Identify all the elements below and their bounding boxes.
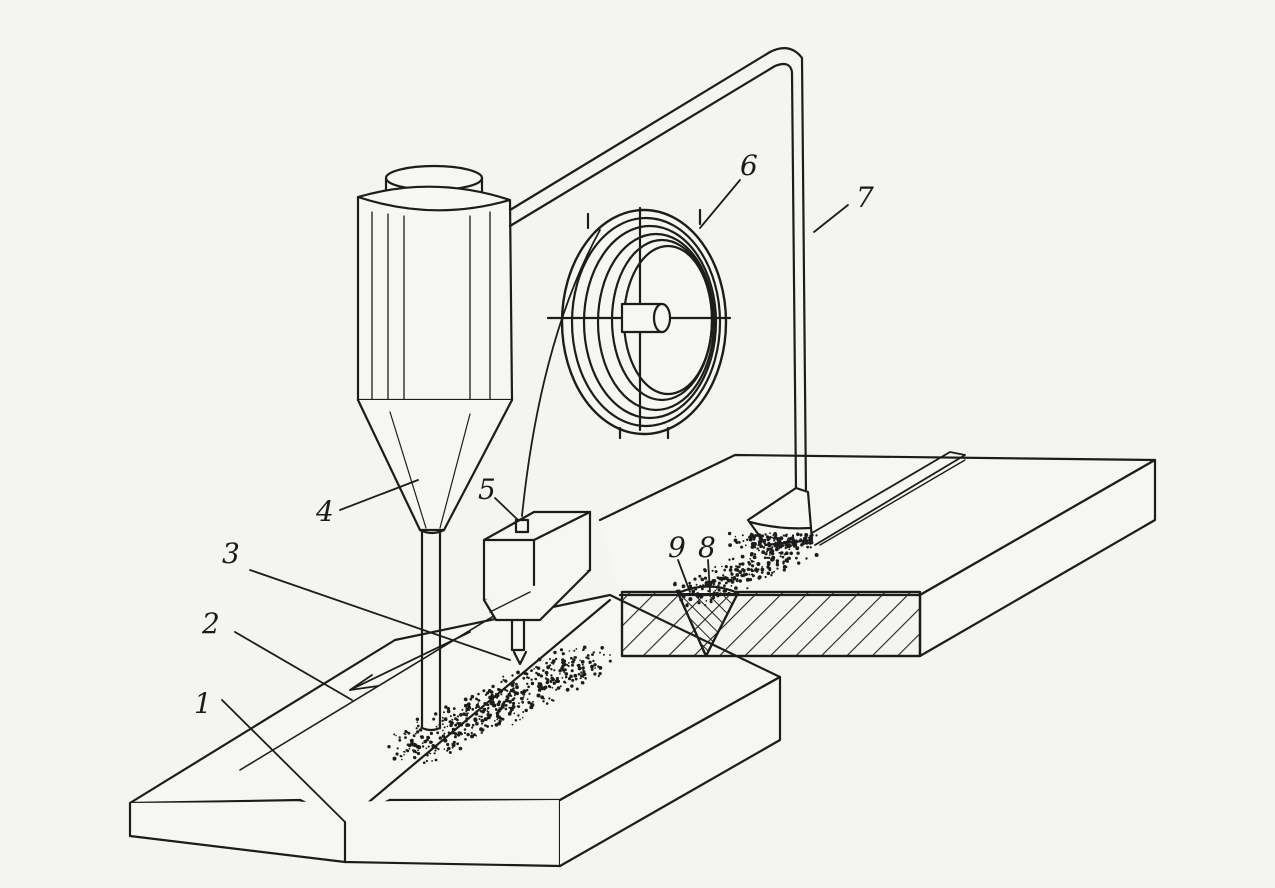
flux-granules bbox=[387, 531, 819, 764]
wire-reel bbox=[521, 206, 732, 517]
welding-head bbox=[482, 510, 592, 666]
label-3: 3 bbox=[222, 537, 240, 570]
label-5: 5 bbox=[478, 473, 496, 506]
label-9: 9 bbox=[668, 531, 686, 564]
label-1: 1 bbox=[194, 687, 212, 720]
label-6: 6 bbox=[740, 149, 758, 182]
label-8: 8 bbox=[698, 531, 716, 564]
label-4: 4 bbox=[316, 495, 334, 528]
weld-cross-section bbox=[620, 585, 922, 658]
label-2: 2 bbox=[202, 607, 220, 640]
leader-lines bbox=[221, 179, 849, 823]
travel-direction-arrow bbox=[349, 631, 471, 691]
suction-hose bbox=[508, 47, 814, 547]
flux-hopper bbox=[356, 164, 514, 732]
label-7: 7 bbox=[856, 181, 874, 214]
